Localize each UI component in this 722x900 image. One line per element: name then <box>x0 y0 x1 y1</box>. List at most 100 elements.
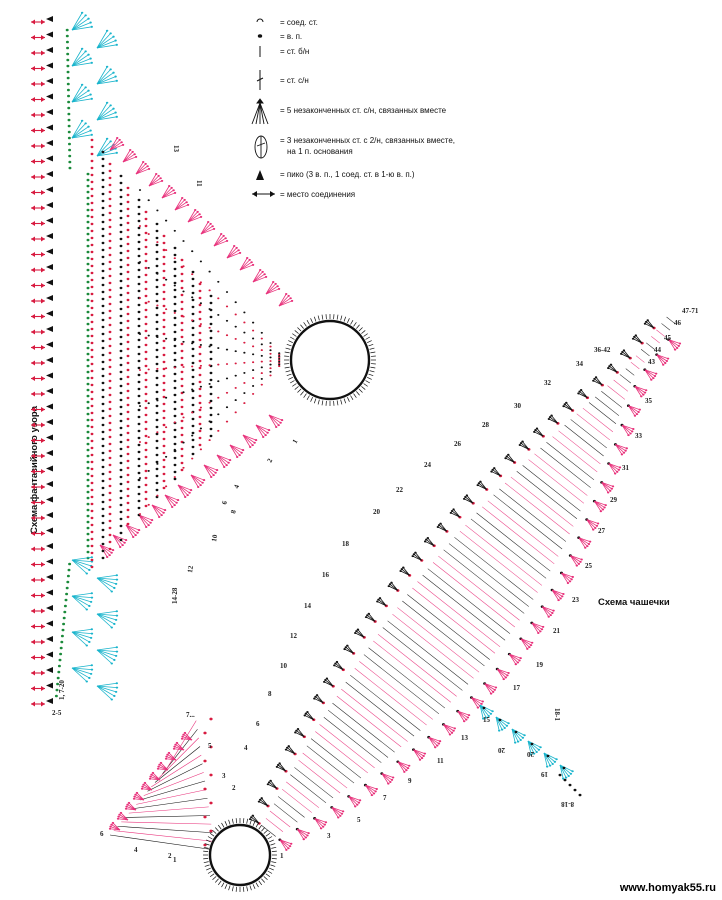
cluster-stitch <box>216 454 227 466</box>
chain-stitch <box>173 295 177 299</box>
chain-stitch <box>144 308 148 312</box>
cluster-stitch <box>122 156 137 163</box>
chain-stitch <box>180 279 184 283</box>
chain-stitch <box>464 495 467 499</box>
chain-stitch <box>209 773 213 777</box>
chain-stitch <box>189 489 193 492</box>
chain-stitch <box>196 210 199 213</box>
chain-stitch <box>635 413 639 416</box>
chain-stitch <box>182 265 185 268</box>
cluster-stitch <box>594 500 604 510</box>
cluster-stitch <box>297 828 308 836</box>
chain-stitch <box>101 318 105 322</box>
cluster-stitch <box>570 555 581 563</box>
chain-stitch <box>126 193 130 197</box>
join-mark <box>31 66 35 71</box>
chain-stitch <box>264 434 267 437</box>
chain-stitch <box>119 251 123 255</box>
join-mark <box>31 562 35 567</box>
ring-tick <box>336 314 339 320</box>
join-mark <box>41 66 45 71</box>
chain-stitch <box>162 283 166 287</box>
chain-stitch <box>137 226 141 230</box>
join-mark <box>41 484 45 490</box>
chain-stitch <box>180 356 184 360</box>
cluster-stitch <box>443 724 451 735</box>
chain-stitch <box>108 470 112 474</box>
chain-stitch <box>126 473 130 477</box>
chain-stitch <box>163 509 167 512</box>
chain-stitch <box>137 205 141 209</box>
chain-stitch <box>198 380 202 384</box>
chain-stitch <box>101 325 105 329</box>
chain-stitch <box>126 291 130 295</box>
chain-stitch <box>263 273 266 276</box>
chain-stitch <box>640 395 643 398</box>
chain-stitch <box>137 471 141 475</box>
chain-stitch <box>212 227 216 230</box>
chain-stitch <box>516 661 520 664</box>
chain-stitch <box>86 544 90 548</box>
chain-stitch <box>101 402 105 406</box>
chain-stitch <box>108 295 112 299</box>
chain-stitch <box>285 848 288 851</box>
join-icon <box>252 191 275 197</box>
chain-stitch <box>86 328 90 332</box>
chain-stitch <box>633 414 637 417</box>
chain-stitch <box>66 58 70 62</box>
join-mark <box>41 190 45 195</box>
chain-stitch <box>225 239 229 242</box>
cup-stitch <box>294 767 334 799</box>
chain-stitch <box>101 465 105 469</box>
ring-tick <box>297 388 302 393</box>
cup-stitch <box>607 385 626 400</box>
row-label: 24 <box>424 461 432 469</box>
chain-stitch <box>90 97 93 100</box>
cluster-stitch <box>586 519 598 527</box>
chain-stitch <box>90 292 94 296</box>
chain-stitch <box>260 360 263 363</box>
chain-stitch <box>108 379 112 383</box>
chain-stitch <box>198 443 202 447</box>
cluster-stitch <box>71 120 83 139</box>
legend-item-chain: = в. п. <box>280 32 302 41</box>
chain-stitch <box>155 264 159 268</box>
chain-stitch <box>165 485 168 488</box>
cluster-stitch <box>644 369 652 380</box>
chain-stitch <box>109 104 112 107</box>
cup-stitch <box>582 407 614 433</box>
ring-tick <box>207 870 213 874</box>
ring-tick <box>292 333 297 337</box>
cluster-stitch <box>507 454 515 463</box>
chain-stitch <box>90 145 94 149</box>
chain-stitch <box>162 276 166 280</box>
chain-stitch <box>137 359 141 363</box>
chain-stitch <box>452 729 455 732</box>
cluster-stitch <box>586 519 594 530</box>
cluster-stitch <box>96 141 111 157</box>
chain-stitch <box>182 441 185 444</box>
cup-stitch <box>576 413 611 441</box>
chain-stitch <box>162 402 166 406</box>
chain-stitch <box>315 694 319 697</box>
chain-stitch <box>115 646 119 649</box>
chain-stitch <box>147 300 150 303</box>
chain-stitch <box>110 823 113 826</box>
chain-stitch <box>260 343 263 346</box>
chain-stitch <box>243 392 246 394</box>
cluster-stitch <box>96 646 117 651</box>
chain-stitch <box>134 793 137 796</box>
join-mark <box>41 267 45 273</box>
chain-stitch <box>119 447 123 451</box>
join-mark <box>31 422 35 428</box>
cluster-stitch <box>471 697 483 702</box>
chain-stitch <box>108 435 112 439</box>
chain-stitch <box>437 742 441 745</box>
row-label: 4 <box>232 483 241 489</box>
cluster-stitch <box>71 126 89 139</box>
chain-stitch <box>114 618 118 621</box>
chain-stitch <box>199 406 202 409</box>
chain-stitch <box>87 53 90 56</box>
row-label: 9 <box>408 777 412 785</box>
chain-stitch <box>198 310 202 314</box>
